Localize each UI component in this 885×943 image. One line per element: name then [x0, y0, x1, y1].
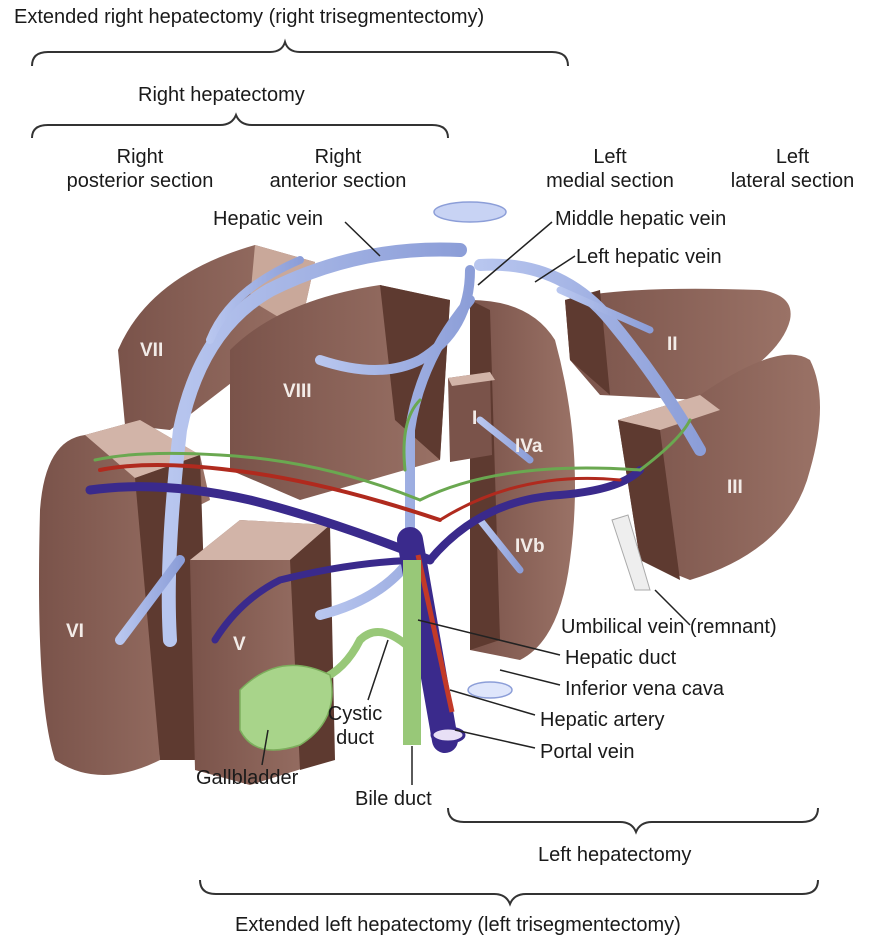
portal-vein-label: Portal vein: [540, 740, 635, 764]
left-medial-section-label: Left medial section: [520, 145, 700, 193]
bile-duct-label: Bile duct: [355, 787, 432, 811]
inferior-vena-cava-label: Inferior vena cava: [565, 677, 724, 701]
middle-hepatic-vein-label: Middle hepatic vein: [555, 207, 726, 231]
segment-VI-block: [39, 420, 210, 775]
bracket-right: [32, 115, 448, 138]
cystic-duct-label: Cystic duct: [320, 702, 390, 750]
left-lateral-section-label: Left lateral section: [700, 145, 885, 193]
segment-label-IVa: IVa: [515, 436, 542, 458]
left-hepatic-vein-label: Left hepatic vein: [576, 245, 722, 269]
left-hepatectomy-label: Left hepatectomy: [538, 843, 691, 867]
bracket-extended-right: [32, 42, 568, 66]
segment-label-VII: VII: [140, 340, 163, 362]
cystic-duct: [320, 632, 412, 680]
segment-label-I: I: [472, 408, 477, 430]
ivc-bottom: [468, 682, 512, 698]
umbilical-vein-label: Umbilical vein (remnant): [561, 615, 777, 639]
hepatic-artery-label: Hepatic artery: [540, 708, 665, 732]
bracket-extended-left: [200, 880, 818, 904]
gallbladder-label: Gallbladder: [196, 766, 298, 790]
right-posterior-section-label: Right posterior section: [40, 145, 240, 193]
hepatic-duct-label: Hepatic duct: [565, 646, 676, 670]
extended-left-hepatectomy-label: Extended left hepatectomy (left trisegme…: [235, 913, 681, 937]
segment-label-IVb: IVb: [515, 536, 545, 558]
segment-label-V: V: [233, 634, 246, 656]
bracket-left: [448, 808, 818, 832]
segment-label-VI: VI: [66, 621, 84, 643]
right-hepatectomy-label: Right hepatectomy: [138, 83, 305, 107]
extended-right-hepatectomy-label: Extended right hepatectomy (right triseg…: [14, 5, 484, 29]
portal-vein-end: [432, 728, 464, 742]
segment-label-VIII: VIII: [283, 381, 312, 403]
ivc-top: [434, 202, 506, 222]
segment-label-II: II: [667, 334, 678, 356]
segment-label-III: III: [727, 477, 743, 499]
right-anterior-section-label: Right anterior section: [238, 145, 438, 193]
hepatic-vein-label: Hepatic vein: [213, 207, 323, 231]
